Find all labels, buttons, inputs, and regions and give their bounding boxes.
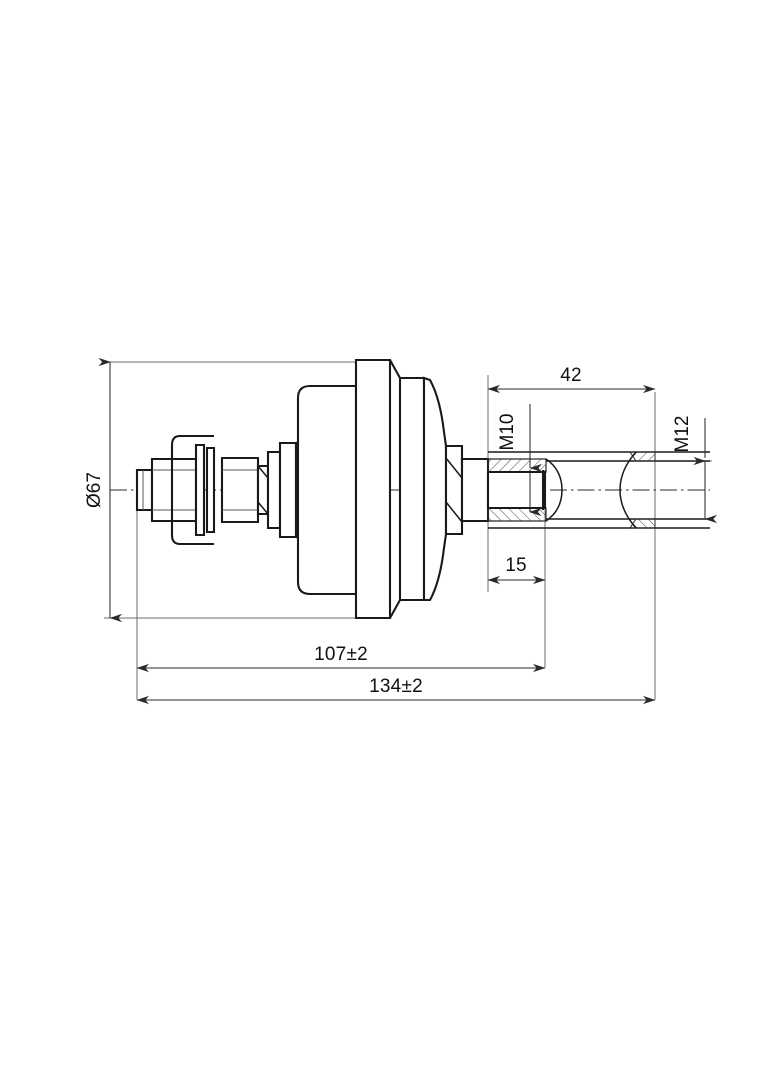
dimension-label-body-length: 107±2 [314,644,368,665]
sleeve-end-round [545,458,563,522]
dimension-label-bore-thread: M10 [497,414,518,451]
dimension-overall-length: 134±2 [136,676,656,705]
stud-washer [194,443,206,537]
dimension-label-overall-length: 134±2 [369,676,423,697]
dimension-label-bore-depth: 15 [505,555,527,576]
boot-collar-ring [266,450,282,530]
m10-bore-cavity [486,470,547,510]
sleeve-outer-body [460,457,490,523]
dimension-outer-diameter: Ø67 [84,357,122,623]
dimension-label-thread-length: 42 [560,365,582,386]
outer-flange [354,358,392,620]
dimension-label-shaft-thread: M12 [672,416,693,453]
retaining-clip [170,434,214,546]
sleeve-hatch-lower [487,507,547,522]
m12-shaft [488,451,710,529]
shaft-hatch-upper [629,451,656,462]
sleeve-hatch-upper [487,458,547,473]
clip-blade [205,446,216,534]
stud-tip [135,468,154,512]
boot-hub-ring [444,444,464,536]
stud-nut-second [220,456,260,524]
dimension-shaft-thread: M12 [672,416,717,524]
shaft-hatch-lower [629,518,656,529]
dimension-bore-depth: 15 [487,555,546,585]
secondary-flange [398,376,426,602]
stud-nut-first [150,457,198,523]
boot-barrel [296,384,358,596]
boot-body [278,358,464,620]
left-stud-assembly [135,434,282,546]
threaded-sleeve [460,457,563,523]
dimension-label-outer-diameter: Ø67 [84,472,105,508]
shaft-break-curve [619,451,637,529]
stud-journal [256,464,270,516]
dimension-thread-length: 42 [487,365,656,394]
dimension-bore-thread: M10 [497,404,542,517]
dimension-body-length: 107±2 [136,644,546,673]
boot-neck [278,441,298,539]
